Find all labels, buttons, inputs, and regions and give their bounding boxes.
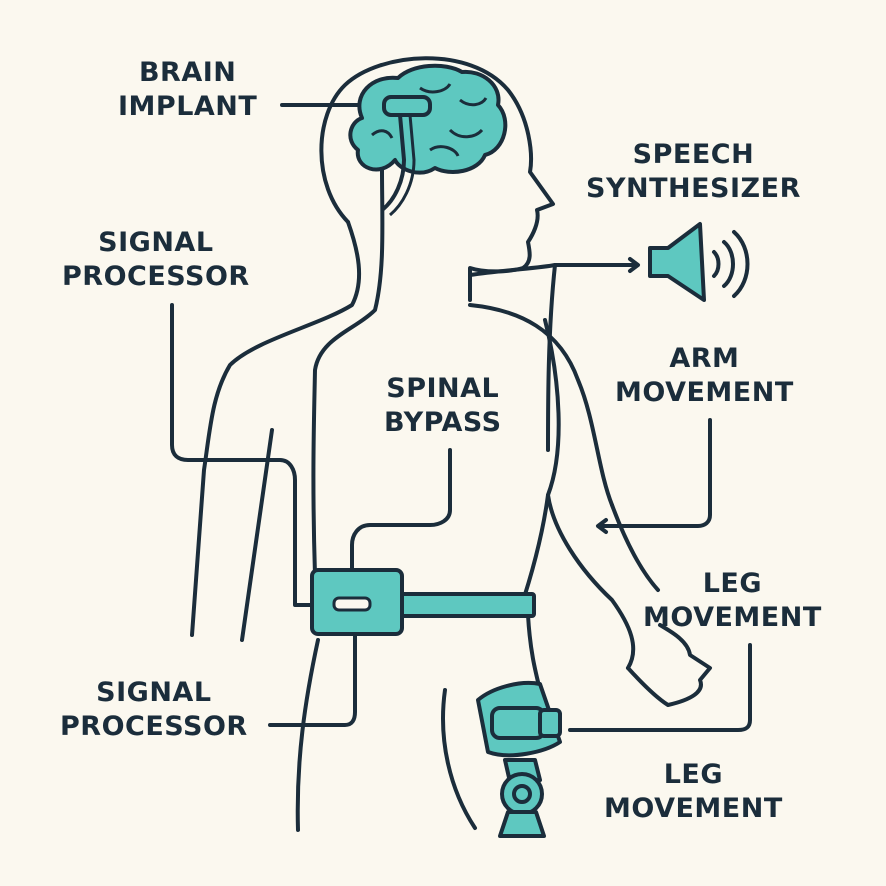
brain-implant-label: BRAIN IMPLANT [118, 57, 258, 122]
speech-leader-vert [546, 263, 557, 452]
signal-processor-bottom-label: SIGNAL PROCESSOR [60, 677, 248, 742]
neck-outline [190, 220, 362, 637]
signal-processor-bottom-leader [268, 631, 357, 727]
arm-movement-label: ARM MOVEMENT [615, 343, 794, 408]
speaker-icon [648, 222, 706, 302]
arm-movement-arrow [596, 518, 608, 534]
signal-processor-top-leader [170, 303, 316, 607]
spinal-belt [394, 592, 536, 618]
speech-synthesizer-label: SPEECH SYNTHESIZER [586, 139, 801, 204]
left-leg-inner [441, 688, 477, 830]
left-leg-outer [295, 638, 320, 832]
leg-movement-upper-label: LEG MOVEMENT [643, 568, 822, 633]
left-arm-inner [240, 428, 274, 642]
brain-icon [348, 63, 508, 175]
leg-movement-leader [568, 643, 752, 732]
neural-pathway [311, 168, 385, 577]
right-arm-inner [610, 503, 660, 592]
arm-movement-leader [598, 418, 712, 528]
brain-implant-icon [382, 95, 432, 117]
leg-movement-lower-label: LEG MOVEMENT [604, 759, 783, 824]
right-arm-outer [543, 318, 636, 670]
implant-wire [380, 114, 407, 212]
right-hip [526, 613, 542, 692]
sound-waves-icon [712, 230, 750, 298]
hand-outline [626, 623, 712, 707]
spinal-bypass-leader [350, 448, 452, 577]
speech-arrow [628, 257, 640, 273]
leg-exoskeleton-icon [476, 681, 562, 838]
head-outline [319, 56, 555, 302]
signal-processor-top-label: SIGNAL PROCESSOR [62, 227, 250, 292]
right-shoulder-line [468, 303, 614, 507]
spinal-bypass-label: SPINAL BYPASS [384, 373, 502, 438]
